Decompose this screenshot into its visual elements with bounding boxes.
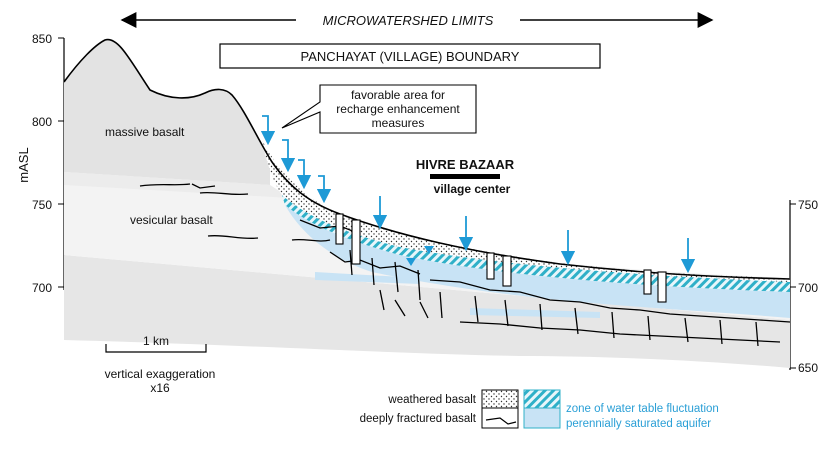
panchayat-boundary-label: PANCHAYAT (VILLAGE) BOUNDARY xyxy=(301,49,520,64)
callout-line-3: measures xyxy=(372,116,425,130)
legend-fluctuation-label: zone of water table fluctuation xyxy=(566,403,719,415)
village-center-label: village center xyxy=(434,182,511,196)
right-axis xyxy=(789,200,796,370)
left-tick-750: 750 xyxy=(32,198,52,212)
callout-box xyxy=(281,84,477,134)
right-tick-650: 650 xyxy=(798,361,818,375)
village-name: HIVRE BAZAAR xyxy=(416,157,515,172)
left-tick-800: 800 xyxy=(32,115,52,129)
legend-swatch-fluctuation xyxy=(523,389,561,409)
right-tick-700: 700 xyxy=(798,281,818,295)
right-tick-750: 750 xyxy=(798,198,818,212)
village-center-bar xyxy=(430,174,500,179)
recharge-arrows xyxy=(260,115,696,274)
vertical-exaggeration-value: x16 xyxy=(150,381,170,395)
callout-line-1: favorable area for xyxy=(351,88,445,102)
callout-line-2: recharge enhancement xyxy=(336,102,460,116)
panchayat-boundary-box xyxy=(219,43,601,69)
scale-bar xyxy=(105,344,207,353)
left-tick-700: 700 xyxy=(32,281,52,295)
legend-swatch-weathered xyxy=(481,389,519,409)
legend-saturated-label: perennially saturated aquifer xyxy=(566,418,711,430)
vertical-exaggeration-label: vertical exaggeration xyxy=(105,367,216,381)
scale-bar-label: 1 km xyxy=(143,334,169,348)
legend-fractured-label: deeply fractured basalt xyxy=(360,413,477,425)
vesicular-basalt-label: vesicular basalt xyxy=(130,213,213,227)
microwatershed-label: MICROWATERSHED LIMITS xyxy=(323,13,494,28)
axis-unit-label: mASL xyxy=(16,147,31,182)
wells xyxy=(335,213,667,303)
legend-weathered-label: weathered basalt xyxy=(387,394,476,406)
legend-swatch-saturated xyxy=(523,407,561,429)
legend xyxy=(481,389,561,429)
fracture-lines xyxy=(139,183,791,347)
water-table-markers xyxy=(406,246,434,266)
massive-basalt-label: massive basalt xyxy=(105,125,185,139)
left-axis xyxy=(58,37,65,290)
left-tick-850: 850 xyxy=(32,32,52,46)
